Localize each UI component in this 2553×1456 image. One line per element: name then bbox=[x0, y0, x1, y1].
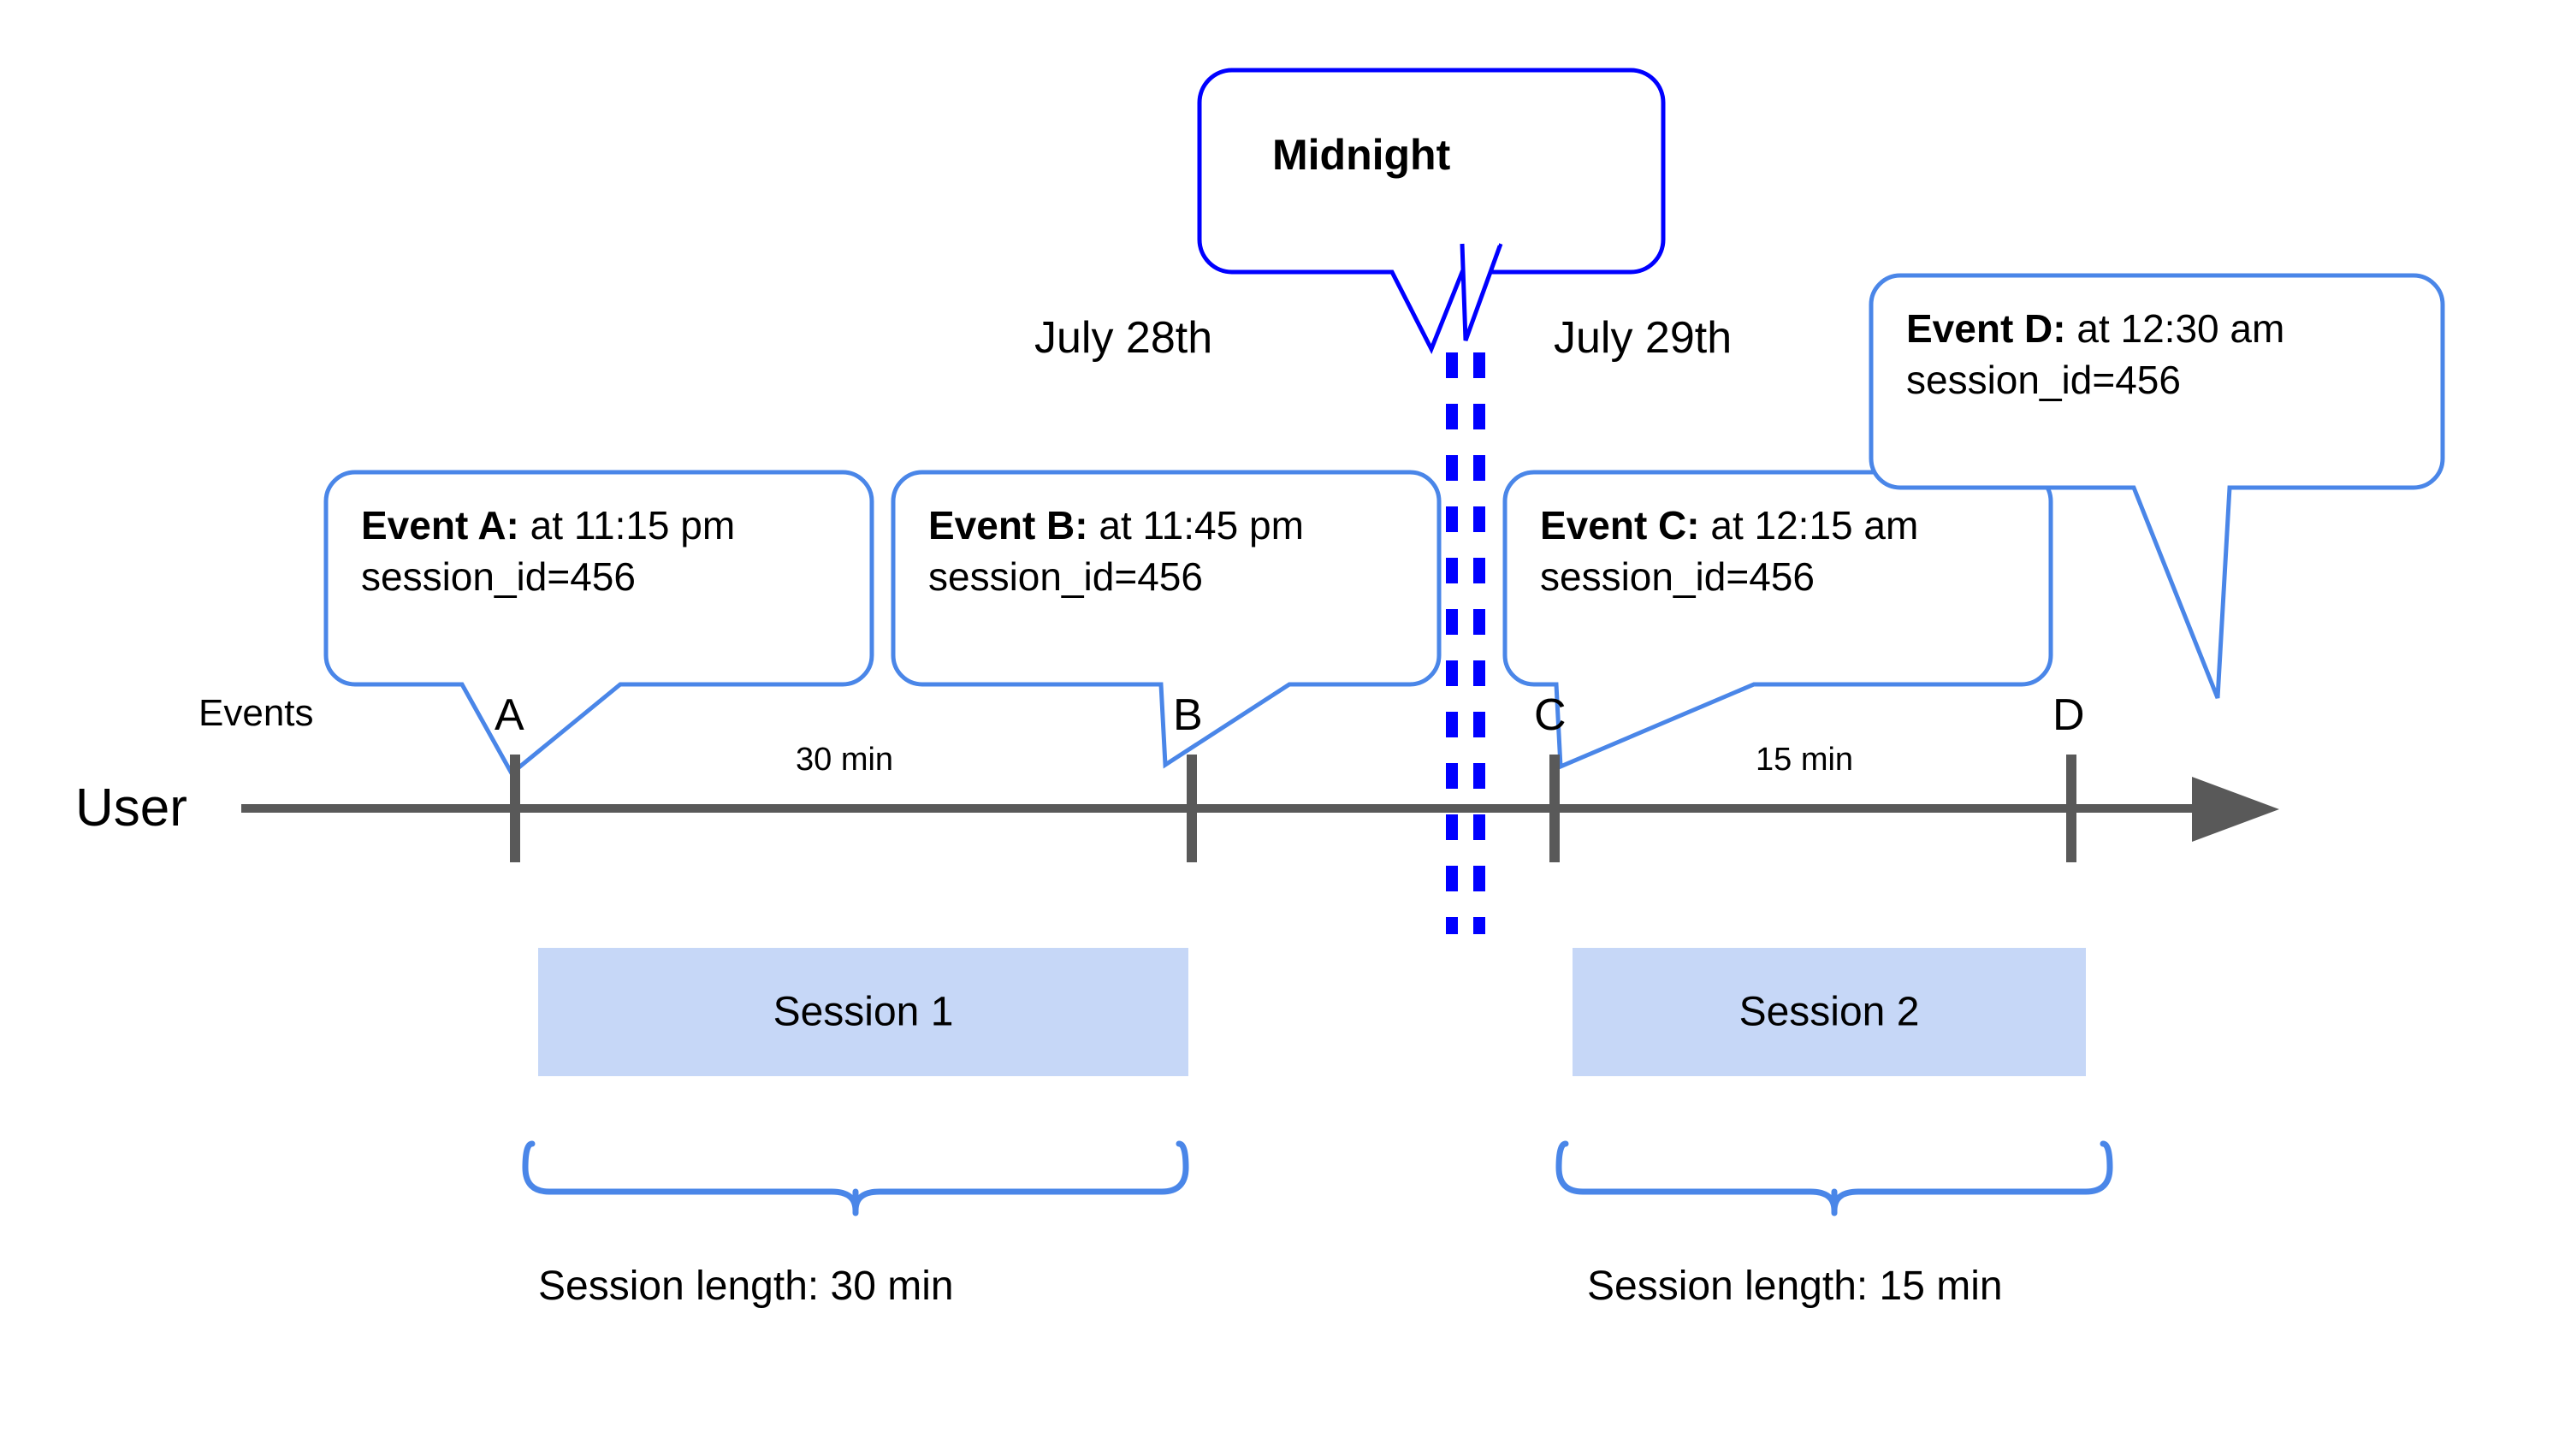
event-a-time: at 11:15 pm bbox=[518, 503, 736, 547]
event-b-bubble-outline bbox=[891, 470, 1442, 769]
event-marker-c: C bbox=[1534, 690, 1567, 740]
event-d-line-2: session_id=456 bbox=[1906, 357, 2181, 402]
event-d-line-1: Event D: at 12:30 am bbox=[1906, 304, 2284, 355]
midnight-callout-label: Midnight bbox=[1272, 131, 1451, 179]
event-marker-b: B bbox=[1173, 690, 1203, 740]
session-1-brace bbox=[522, 1140, 1189, 1216]
event-d-callout-text: Event D: at 12:30 am session_id=456 bbox=[1906, 304, 2284, 406]
event-c-callout-text: Event C: at 12:15 am session_id=456 bbox=[1540, 500, 1918, 603]
timeline-axis bbox=[241, 777, 2279, 842]
event-b-time: at 11:45 pm bbox=[1087, 503, 1304, 547]
midnight-bubble-tail bbox=[1460, 243, 1503, 341]
session-bar-1-label: Session 1 bbox=[773, 989, 954, 1035]
event-c-title: Event C: bbox=[1540, 503, 1700, 547]
event-b-callout-shape[interactable] bbox=[891, 470, 1442, 769]
session-bar-2[interactable]: Session 2 bbox=[1573, 948, 2086, 1076]
event-b-line-2: session_id=456 bbox=[928, 553, 1203, 599]
event-d-bubble-outline bbox=[1869, 273, 2445, 699]
event-b-callout-text: Event B: at 11:45 pm session_id=456 bbox=[928, 500, 1304, 603]
midnight-callout-shape[interactable] bbox=[1197, 68, 1666, 375]
date-label-july28: July 28th bbox=[1034, 313, 1213, 363]
timeline-arrowhead-icon bbox=[2192, 777, 2279, 842]
event-b-title: Event B: bbox=[928, 503, 1088, 547]
event-marker-d: D bbox=[2052, 690, 2085, 740]
midnight-dashed-lines bbox=[1446, 352, 1485, 934]
date-label-july29: July 29th bbox=[1554, 313, 1733, 363]
event-a-bubble-outline bbox=[323, 470, 874, 777]
interval-label-cd: 15 min bbox=[1756, 742, 1854, 778]
event-c-line-2: session_id=456 bbox=[1540, 553, 1815, 599]
session-1-length-label: Session length: 30 min bbox=[538, 1264, 954, 1309]
event-a-callout-text: Event A: at 11:15 pm session_id=456 bbox=[361, 500, 735, 603]
event-b-line-1: Event B: at 11:45 pm bbox=[928, 500, 1304, 552]
lane-label-user: User bbox=[75, 778, 187, 837]
event-d-time: at 12:30 am bbox=[2065, 306, 2285, 351]
session-2-brace bbox=[1555, 1140, 2113, 1216]
interval-label-ab: 30 min bbox=[796, 742, 894, 778]
session-bar-1[interactable]: Session 1 bbox=[538, 948, 1188, 1076]
event-a-line-1: Event A: at 11:15 pm bbox=[361, 500, 735, 552]
timeline-tick-marks bbox=[510, 755, 2076, 862]
lane-label-events: Events bbox=[198, 692, 314, 734]
midnight-bubble-outline bbox=[1197, 68, 1666, 355]
session-2-length-label: Session length: 15 min bbox=[1587, 1264, 2003, 1309]
event-a-line-2: session_id=456 bbox=[361, 553, 636, 599]
event-c-time: at 12:15 am bbox=[1699, 503, 1919, 547]
event-d-callout-shape[interactable] bbox=[1869, 273, 2445, 699]
event-a-title: Event A: bbox=[361, 503, 519, 547]
event-marker-a: A bbox=[495, 690, 524, 740]
event-d-title: Event D: bbox=[1906, 306, 2066, 351]
event-a-callout-shape[interactable] bbox=[323, 470, 874, 777]
session-bar-2-label: Session 2 bbox=[1739, 989, 1920, 1035]
event-c-line-1: Event C: at 12:15 am bbox=[1540, 500, 1918, 552]
